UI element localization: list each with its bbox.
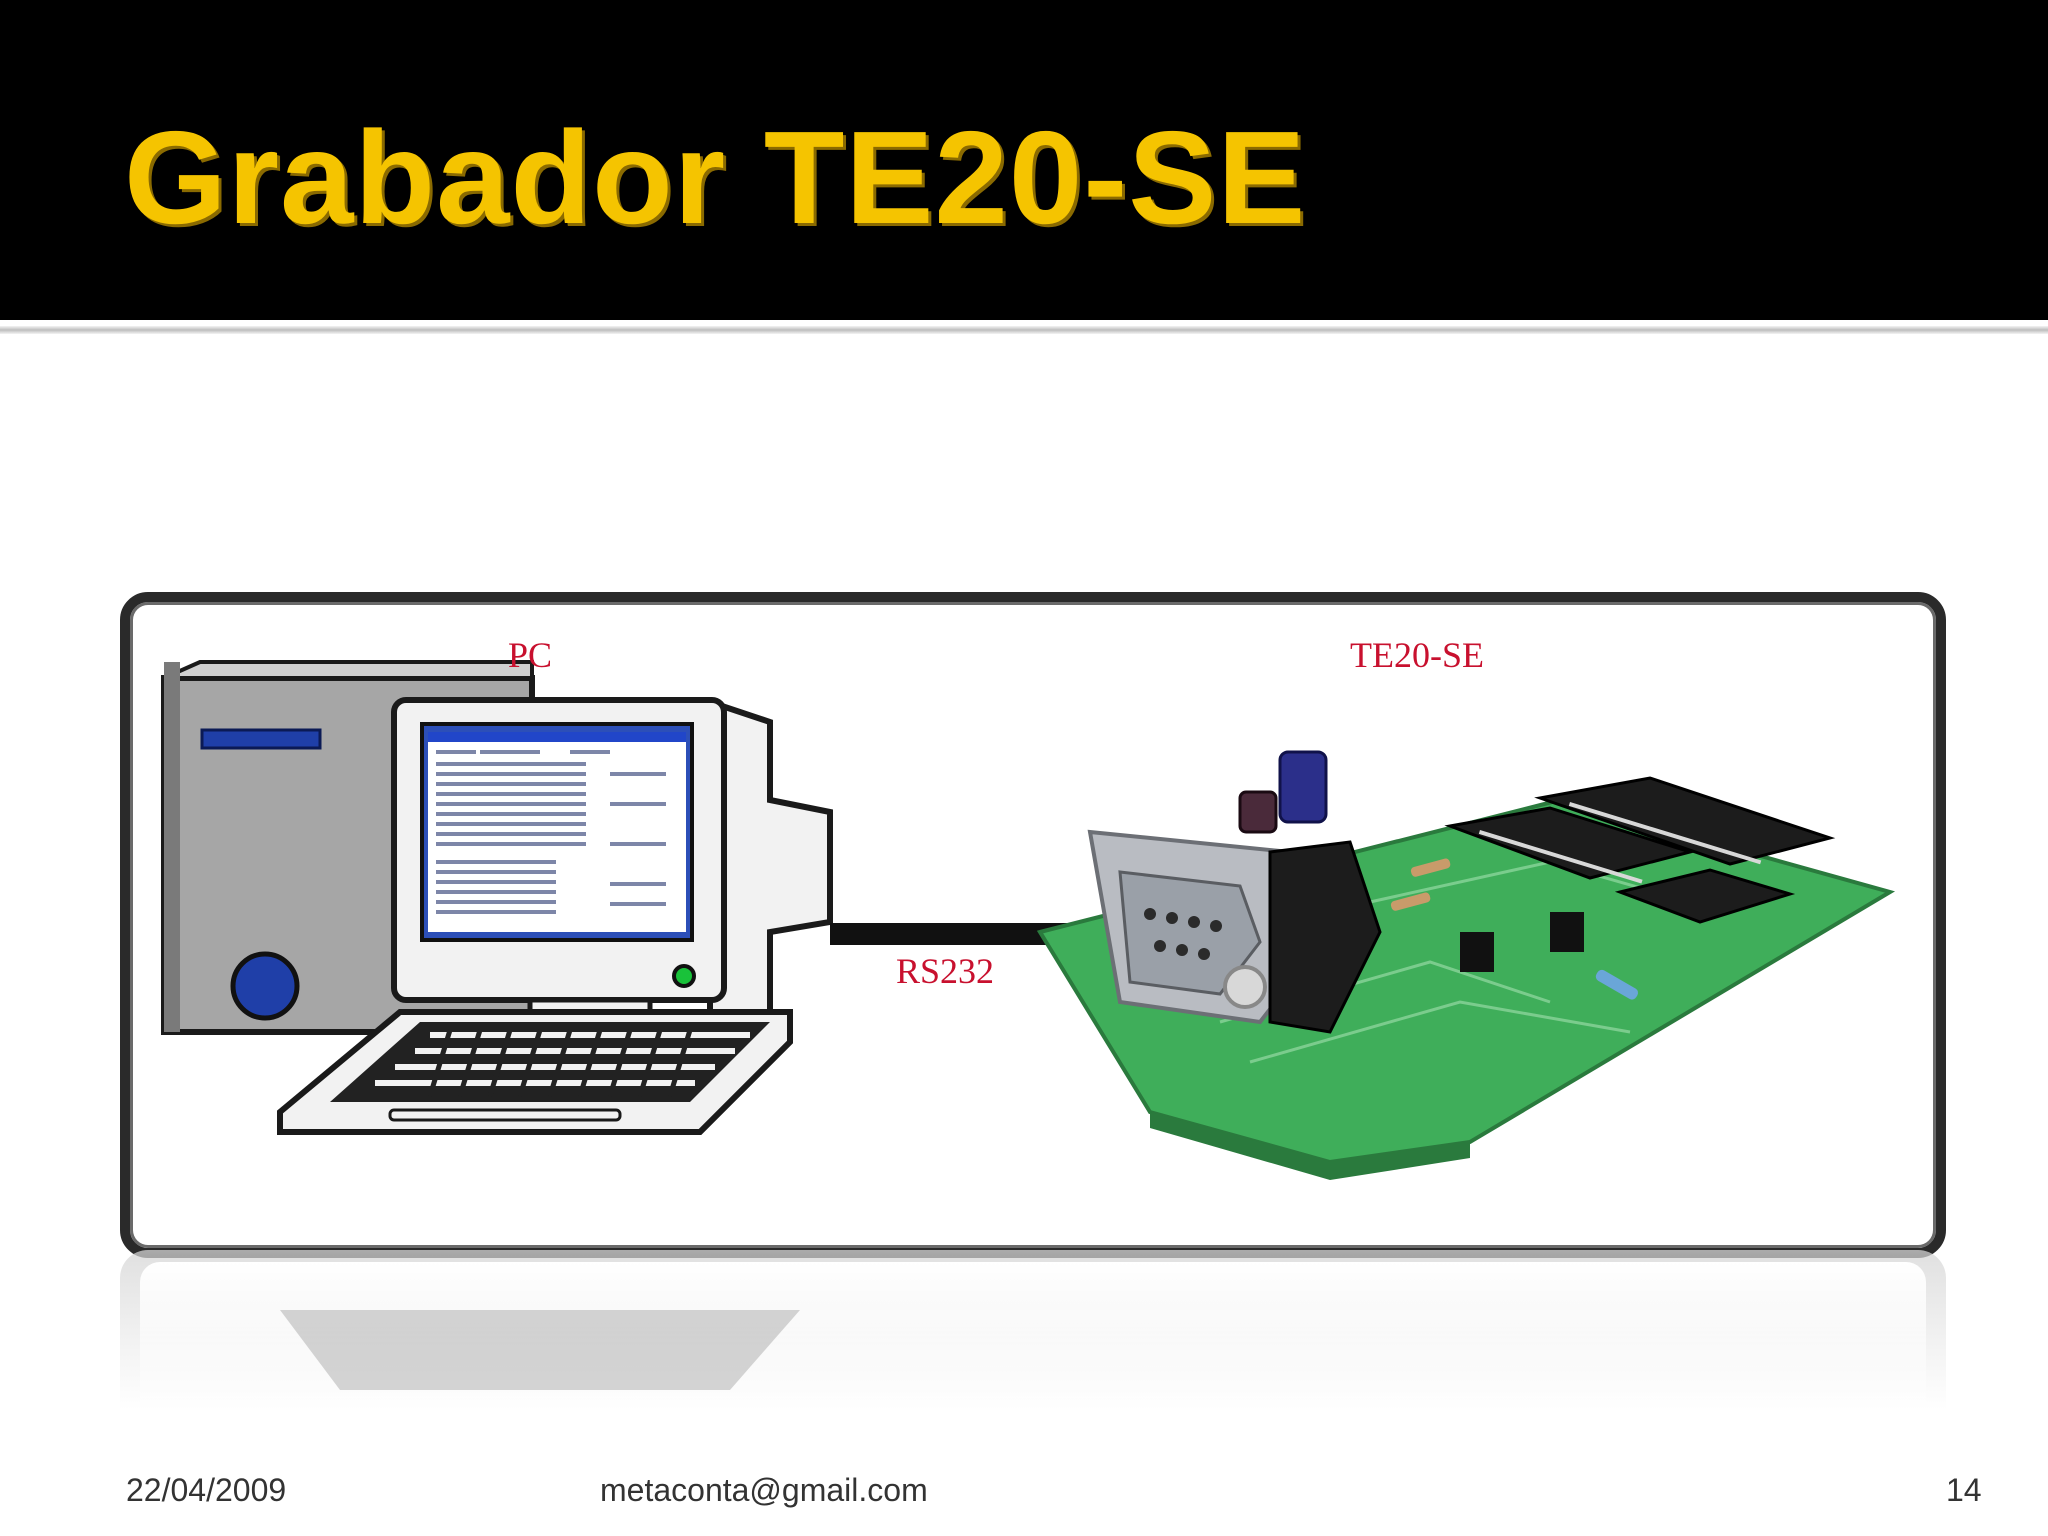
resistor-icon [1410, 858, 1451, 877]
resistor-icon [1390, 892, 1431, 911]
pc-keyboard [277, 1009, 793, 1135]
ic-socket [1444, 806, 1696, 880]
cable-label: RS232 [896, 951, 995, 991]
te20se-board [1036, 750, 1896, 1180]
slide-title: Grabador TE20-SE [124, 104, 1307, 251]
reflection-fade [140, 1262, 1926, 1452]
transistor-icon [1460, 932, 1494, 972]
capacitor-icon [1278, 750, 1328, 824]
pc-label: PC [508, 635, 553, 675]
footer-page-number: 14 [1946, 1472, 1982, 1508]
monitor-led-icon [672, 964, 696, 988]
footer-email: metaconta@gmail.com [600, 1472, 928, 1508]
ic-socket [1614, 868, 1796, 924]
connection-diagram [161, 660, 1896, 1180]
device-label: TE20-SE [1350, 635, 1484, 675]
power-button-icon [230, 951, 300, 1021]
header-divider [0, 326, 2048, 334]
title-bar: Grabador TE20-SE [0, 0, 2048, 320]
resistor-icon [1595, 969, 1639, 1000]
ic-socket [1534, 776, 1836, 866]
transistor-icon [1550, 912, 1584, 952]
capacitor-icon [1238, 790, 1278, 834]
keyboard-reflection [280, 1310, 800, 1390]
drive-bay-icon [200, 728, 322, 750]
footer-date: 22/04/2009 [126, 1472, 287, 1508]
pc-monitor [391, 697, 833, 1035]
diagram-frame: PC TE20-SE RS232 [120, 592, 1946, 1258]
